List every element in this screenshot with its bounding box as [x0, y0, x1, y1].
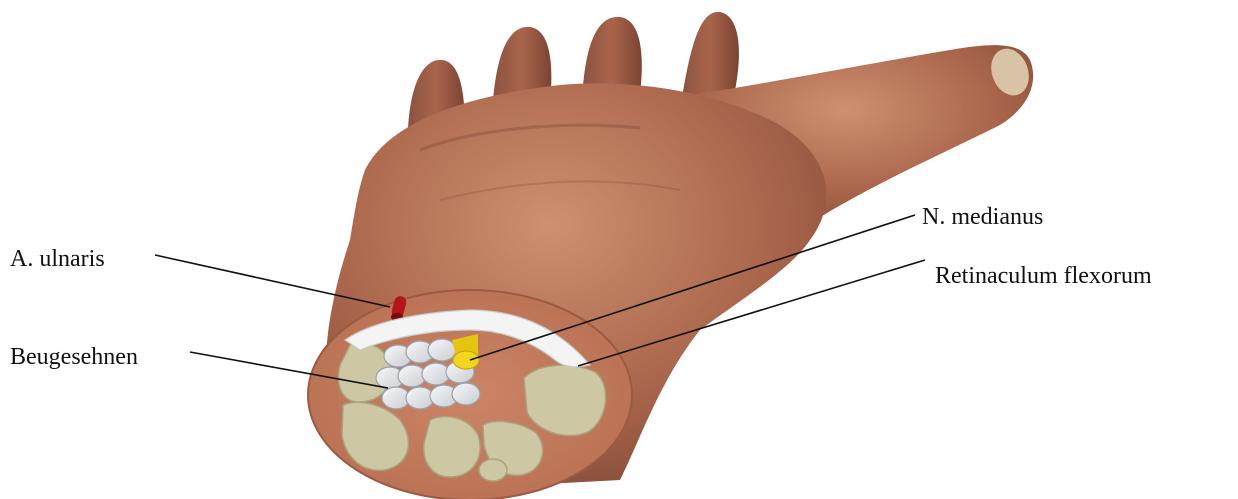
label-retinaculum-flexorum: Retinaculum flexorum	[935, 264, 1152, 288]
median-nerve	[452, 334, 479, 369]
label-beugesehnen: Beugesehnen	[10, 345, 138, 369]
label-n-medianus: N. medianus	[922, 205, 1043, 229]
label-a-ulnaris: A. ulnaris	[10, 247, 105, 271]
